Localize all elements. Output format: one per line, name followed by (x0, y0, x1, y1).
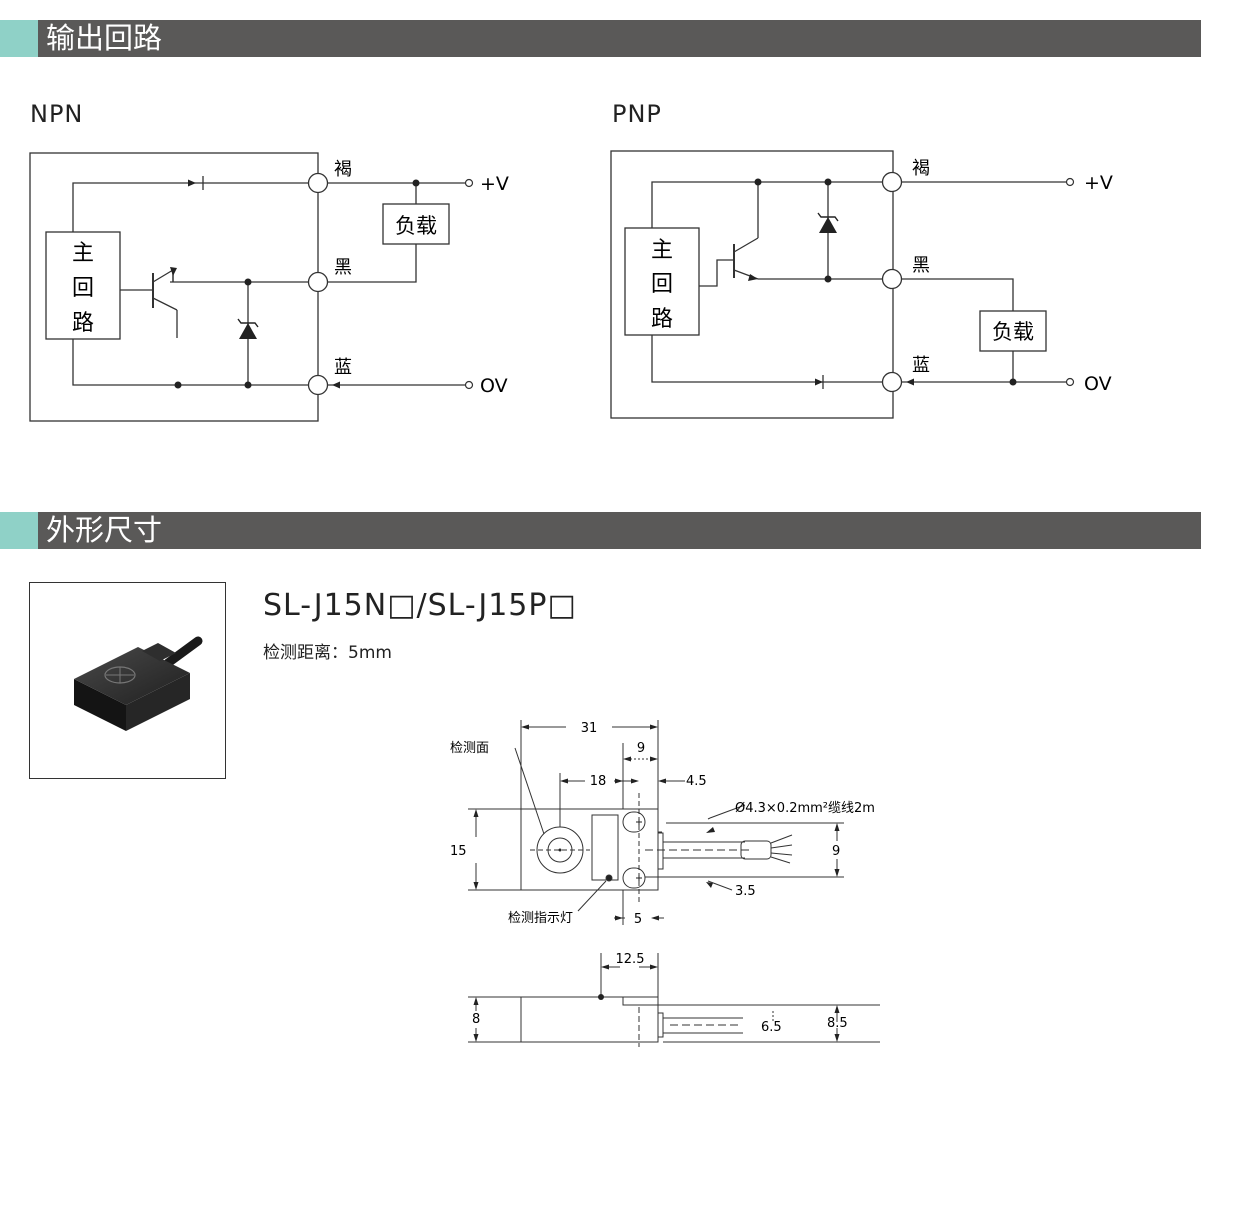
pnp-circuit-diagram: 主 回 路 褐 黑 蓝 负载 +V OV (610, 150, 1113, 419)
product-photo (74, 636, 203, 731)
npn-circuit-diagram: 主 回 路 褐 黑 蓝 负载 +V OV (29, 152, 509, 422)
pnp-wire-brown: 褐 (912, 158, 930, 179)
npn-load-label: 负载 (395, 214, 437, 238)
dim-6-5: 6.5 (761, 1020, 782, 1035)
cable-spec-label: Ø4.3×0.2mm²缆线2m (735, 800, 875, 816)
npn-main-2: 回 (72, 276, 94, 301)
npn-label: NPN (30, 100, 84, 128)
pnp-main-circuit-box (624, 227, 700, 336)
npn-main-circuit-box (45, 231, 121, 340)
dim-12-5: 12.5 (616, 952, 645, 967)
dim-4-5: 4.5 (686, 774, 707, 789)
dim-8-5: 8.5 (827, 1016, 848, 1031)
indicator-label: 检测指示灯 (508, 911, 573, 926)
dim-15: 15 (450, 844, 467, 859)
npn-main-1: 主 (72, 241, 94, 266)
dim-5: 5 (634, 912, 642, 927)
dim-3-5: 3.5 (735, 884, 756, 899)
pnp-main-3: 路 (651, 307, 673, 332)
product-photo-frame (29, 582, 226, 779)
npn-main-3: 路 (72, 311, 94, 336)
pnp-main-2: 回 (651, 272, 673, 297)
product-model: SL-J15N□/SL-J15P□ (263, 588, 577, 623)
pnp-main-1: 主 (651, 238, 673, 263)
section-header-output: 输出回路 (0, 20, 1201, 57)
npn-wire-black: 黑 (334, 257, 352, 278)
dim-8: 8 (472, 1012, 480, 1027)
section-title: 外形尺寸 (46, 513, 163, 547)
npn-plus-v: +V (480, 173, 509, 195)
pnp-wire-black: 黑 (912, 255, 930, 276)
dim-31: 31 (581, 721, 598, 736)
npn-wire-blue: 蓝 (334, 357, 352, 378)
section-header-dimensions: 外形尺寸 (0, 512, 1201, 549)
pnp-wire-blue: 蓝 (912, 355, 930, 376)
section-accent (0, 512, 38, 549)
pnp-label: PNP (612, 100, 662, 128)
npn-zero-v: OV (480, 375, 508, 397)
detection-distance: 检测距离：5mm (263, 643, 392, 663)
side-view-body (520, 996, 659, 1043)
npn-wire-brown: 褐 (334, 159, 352, 180)
pnp-load-label: 负载 (992, 320, 1034, 344)
section-accent (0, 20, 38, 57)
dimension-drawing: 31 9 18 4.5 15 9 3.5 5 12.5 8 6.5 8.5 检测… (450, 720, 880, 1047)
dim-9-top: 9 (637, 741, 645, 756)
detect-face-label: 检测面 (450, 741, 489, 756)
dim-9-right: 9 (832, 844, 840, 859)
pnp-plus-v: +V (1084, 172, 1113, 194)
pnp-zero-v: OV (1084, 373, 1112, 395)
section-title: 输出回路 (46, 21, 163, 55)
dim-18: 18 (590, 774, 607, 789)
